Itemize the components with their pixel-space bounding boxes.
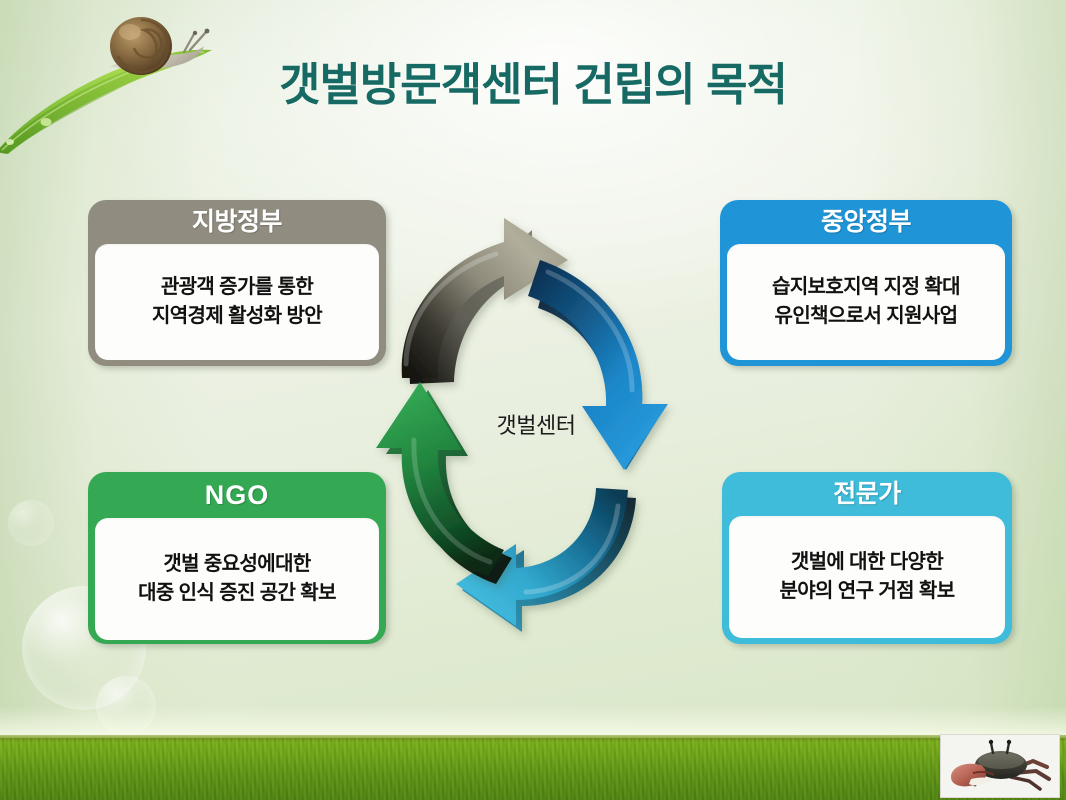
bubble-decoration-small xyxy=(8,500,54,546)
bubble-decoration-medium xyxy=(96,676,156,736)
card-expert-header: 전문가 xyxy=(833,480,901,508)
right-edge-shading xyxy=(856,0,1066,760)
card-ngo-line-2: 대중 인식 증진 공간 확보 xyxy=(138,582,336,604)
page-title: 갯벌방문객센터 건립의 목적 xyxy=(279,59,788,110)
card-ngo-line-1: 갯벌 중요성에대한 xyxy=(163,553,311,575)
cyan-arrow-bottom xyxy=(456,488,636,632)
card-central-government[interactable]: 중앙정부 습지보호지역 지정 확대 유인책으로서 지원사업 xyxy=(720,200,1012,366)
gray-arrow-top xyxy=(401,218,568,384)
snail-on-leaf-image xyxy=(0,17,212,154)
card-local-government[interactable]: 지방정부 관광객 증가를 통한 지역경제 활성화 방안 xyxy=(88,200,386,366)
blue-arrow-right xyxy=(528,260,668,470)
grass-texture xyxy=(0,738,1066,800)
card-central-government-body: 습지보호지역 지정 확대 유인책으로서 지원사업 xyxy=(727,244,1005,360)
card-local-government-line-2: 지역경제 활성화 방안 xyxy=(151,305,323,327)
card-ngo-header: NGO xyxy=(204,480,270,510)
cycle-diagram xyxy=(376,218,668,632)
card-central-government-line-1: 습지보호지역 지정 확대 xyxy=(772,276,961,298)
card-central-government-header: 중앙정부 xyxy=(820,208,912,236)
card-local-government-header: 지방정부 xyxy=(191,208,283,236)
card-ngo[interactable]: NGO 갯벌 중요성에대한 대중 인식 증진 공간 확보 xyxy=(88,472,386,644)
card-local-government-line-1: 관광객 증가를 통한 xyxy=(160,276,314,298)
card-expert-line-1: 갯벌에 대한 다양한 xyxy=(790,551,944,573)
card-central-government-line-2: 유인책으로서 지원사업 xyxy=(774,305,959,327)
green-arrow-left xyxy=(376,382,512,584)
card-expert[interactable]: 전문가 갯벌에 대한 다양한 분야의 연구 거점 확보 xyxy=(722,472,1012,644)
card-expert-body: 갯벌에 대한 다양한 분야의 연구 거점 확보 xyxy=(729,516,1005,638)
crab-image xyxy=(940,734,1060,798)
card-expert-line-2: 분야의 연구 거점 확보 xyxy=(779,580,955,602)
card-local-government-body: 관광객 증가를 통한 지역경제 활성화 방안 xyxy=(95,244,379,360)
grass-field xyxy=(0,735,1066,800)
card-ngo-body: 갯벌 중요성에대한 대중 인식 증진 공간 확보 xyxy=(95,518,379,640)
